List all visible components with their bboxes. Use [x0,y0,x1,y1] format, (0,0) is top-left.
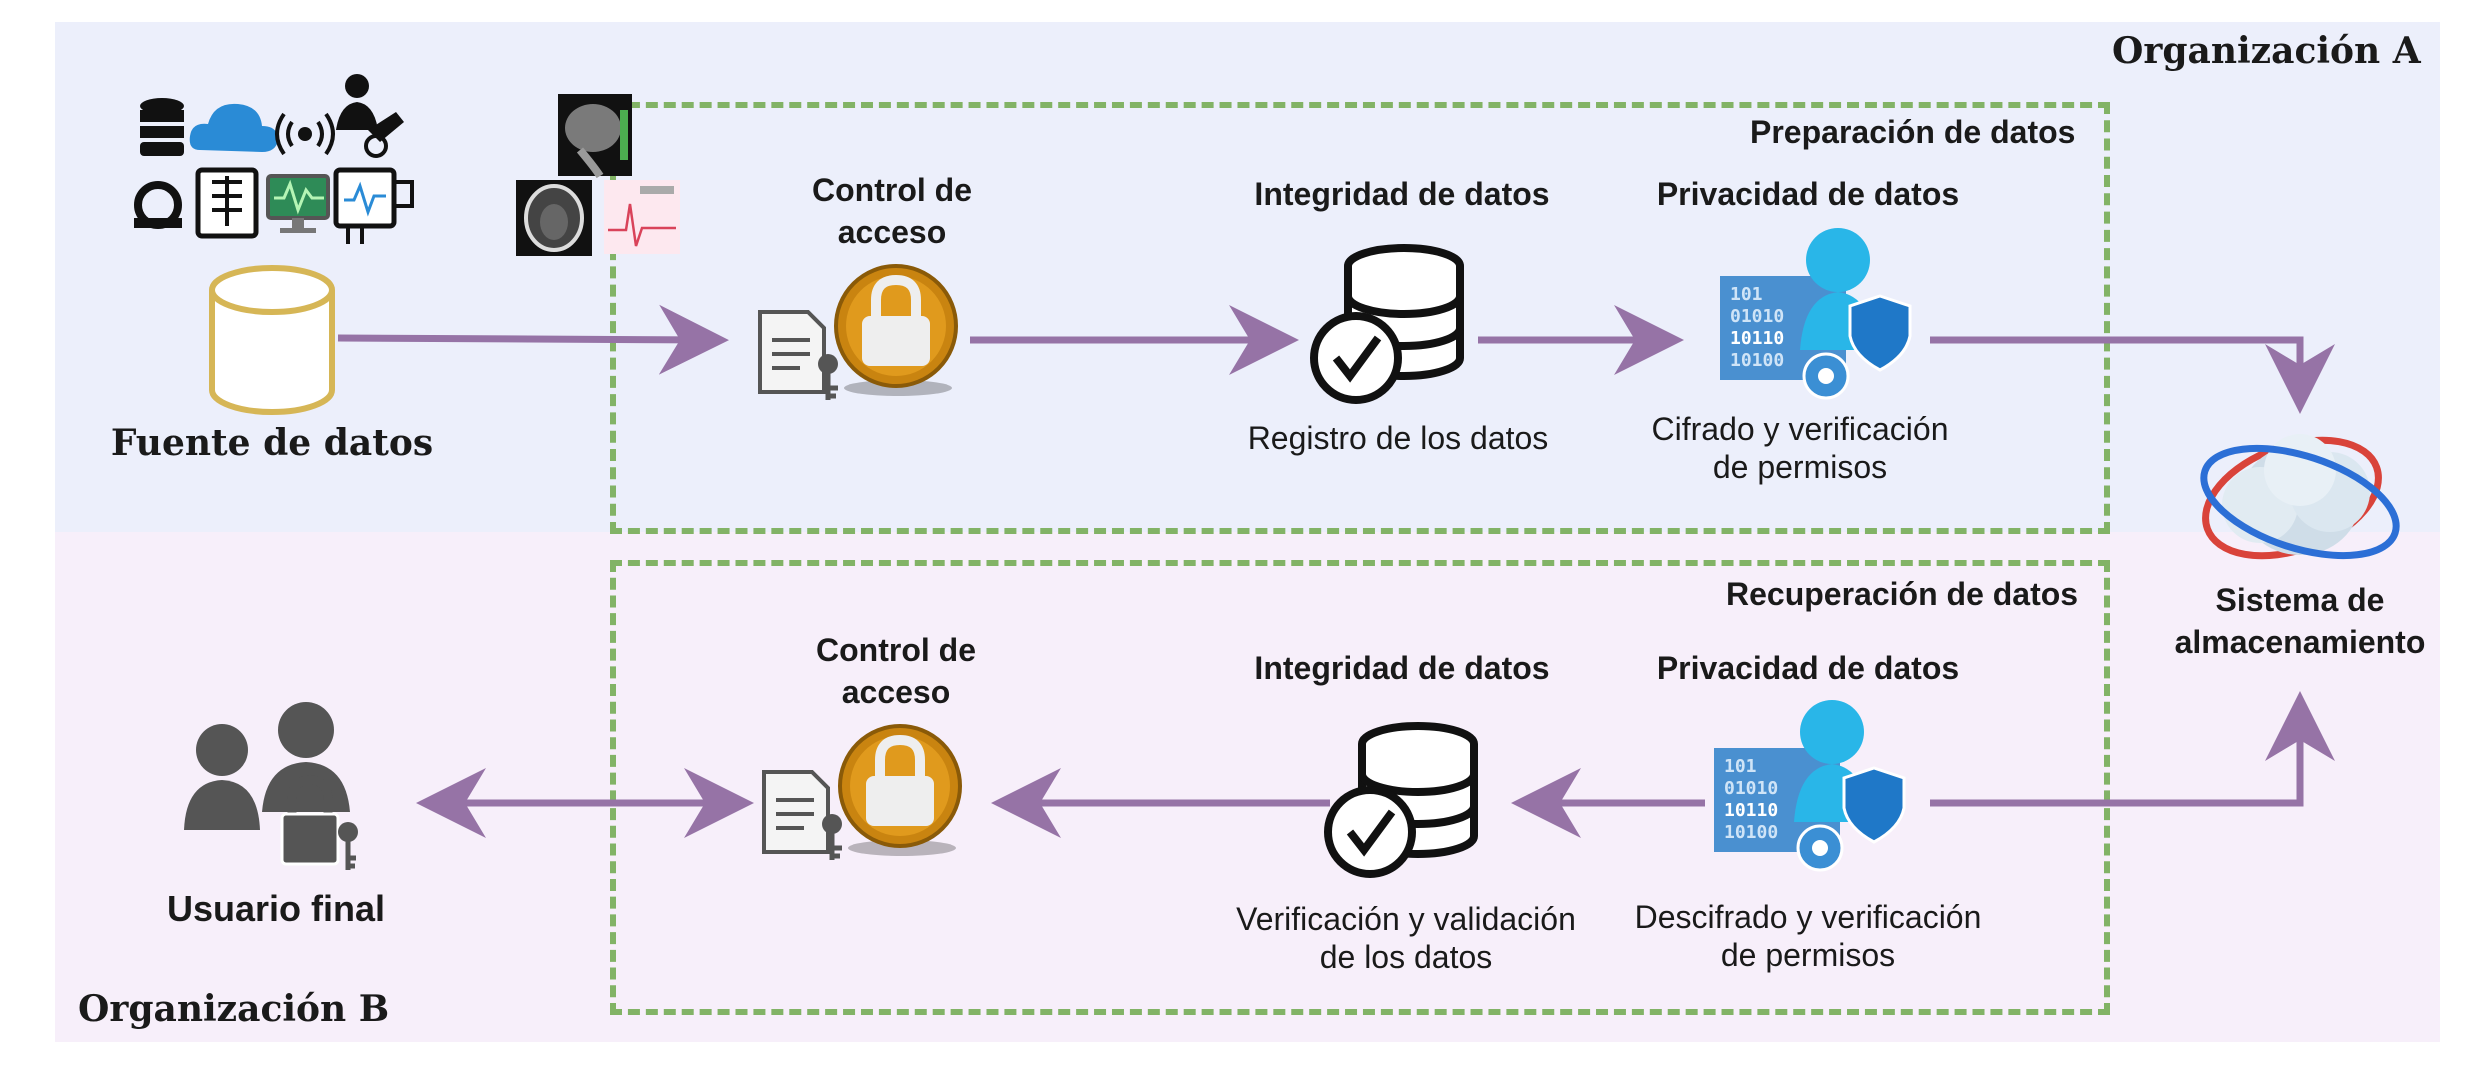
recovery-title: Recuperación de datos [1726,576,2079,612]
preparation-title: Preparación de datos [1750,114,2076,150]
preparation-integrity-caption: Registro de los datos [1247,420,1549,456]
recovery-integrity-title: Integridad de datos [1254,650,1550,686]
arrow-privacy-to-storage [1930,336,2335,414]
source-database-cylinder [209,265,335,415]
recovery-privacy-title: Privacidad de datos [1656,650,1960,686]
mri-scanner-icon [134,181,182,229]
users-lock-icon [184,702,358,870]
preparation-privacy-title: Privacidad de datos [1656,176,1960,212]
recovery-access-title: Control de acceso [816,632,976,710]
database-check-icon [1310,244,1464,404]
arrow-storage-to-privacy [1930,691,2335,807]
privacy-user-shield-icon: 101 01010 10110 10100 [1714,700,1906,872]
end-user-label: Usuario final [166,888,386,929]
recovery-privacy-caption: Descifrado y verificación de permisos [1634,899,1982,974]
svg-text:01010: 01010 [1730,306,1784,327]
preparation-privacy-caption: Cifrado y verificación de permisos [1651,411,1949,486]
recovery-integrity-caption: Verificación y validación de los datos [1236,901,1576,976]
cloud-icon [189,103,278,152]
preparation-group-box [610,102,2110,534]
organization-a-label: Organización A [2112,30,2421,72]
ecg-report-thumbnail [604,180,680,254]
document-key-icon [758,310,838,400]
document-key-icon [762,770,842,860]
svg-text:101: 101 [1730,284,1763,305]
preparation-access-title: Control de acceso [812,172,972,250]
svg-text:10110: 10110 [1730,328,1784,349]
doctor-icon [336,74,404,158]
svg-text:101: 101 [1724,756,1757,777]
xray-icon [195,167,259,239]
wireless-signal-icon [275,112,335,156]
brain-mri-sagittal-thumbnail [558,94,632,179]
svg-text:10110: 10110 [1724,800,1778,821]
storage-cloud-orbit-icon [2200,434,2400,560]
database-icon [140,98,184,156]
storage-label: Sistema de almacenamiento [2174,582,2426,660]
lock-icon [834,264,958,396]
source-label: Fuente de datos [110,422,434,464]
svg-text:01010: 01010 [1724,778,1778,799]
brain-ct-thumbnail [516,180,592,256]
privacy-user-shield-icon: 101 01010 10110 10100 [1720,228,1912,400]
lock-icon [838,724,962,856]
database-check-icon [1324,722,1478,878]
arrow-source-to-access [337,304,729,375]
preparation-integrity-title: Integridad de datos [1254,176,1550,212]
monitor-icon [266,174,330,233]
svg-text:10100: 10100 [1724,822,1778,843]
svg-text:10100: 10100 [1730,350,1784,371]
ecg-device-icon [333,167,414,244]
organization-b-label: Organización B [78,988,390,1030]
